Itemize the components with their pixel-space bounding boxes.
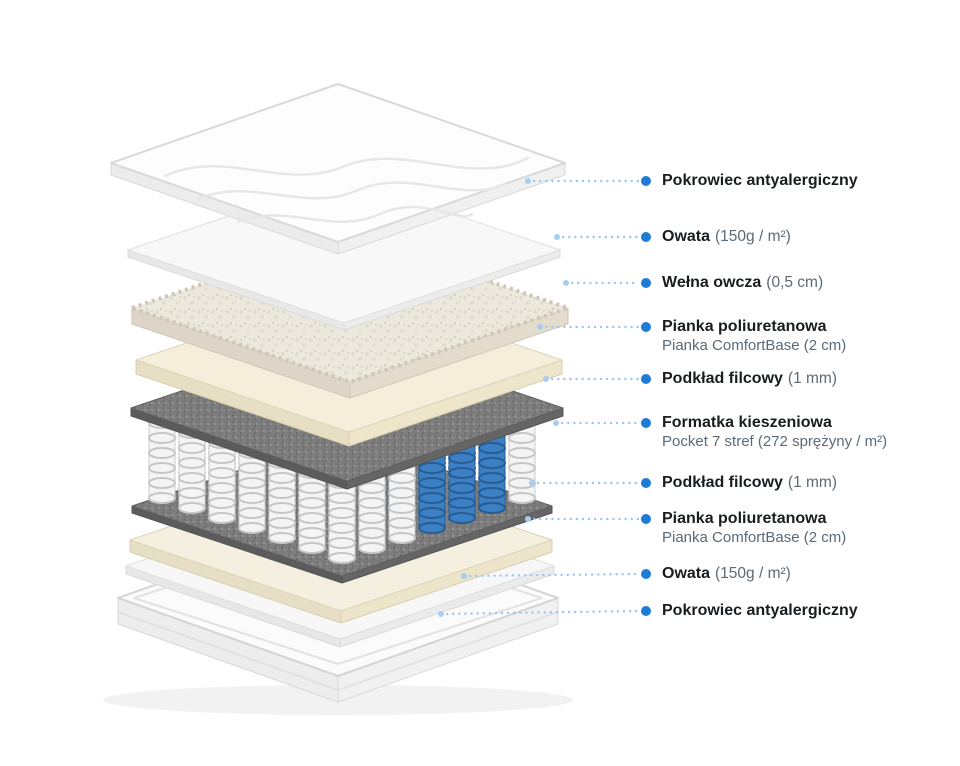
label-dot: [641, 514, 651, 524]
label-title: Owata: [662, 228, 711, 245]
label-dot: [641, 176, 651, 186]
label-note: (1 mm): [787, 370, 837, 387]
label-title: Pokrowiec antyalergiczny: [662, 602, 858, 619]
label-title: Podkład filcowy: [662, 370, 783, 387]
label-sub: Pianka ComfortBase (2 cm): [662, 337, 847, 354]
label-foam-bottom: Pianka poliuretanowa Pianka ComfortBase …: [662, 510, 846, 546]
label-note: (150g / m²): [715, 228, 791, 245]
label-dots: [641, 176, 651, 616]
layer-quilted-cover: [110, 83, 566, 255]
label-title: Formatka kieszeniowa: [662, 414, 832, 431]
leader-lines: [439, 179, 640, 616]
label-title: Pianka poliuretanowa: [662, 318, 827, 335]
label-pocket-springs: Formatka kieszeniowa Pocket 7 stref (272…: [662, 414, 887, 450]
label-dot: [641, 232, 651, 242]
label-dot: [641, 322, 651, 332]
label-dot: [641, 569, 651, 579]
label-note: (0,5 cm): [766, 274, 824, 291]
label-felt-bottom: Podkład filcowy(1 mm): [662, 474, 837, 493]
label-cover-top: Pokrowiec antyalergiczny: [662, 172, 863, 191]
label-wadding-bottom: Owata(150g / m²): [662, 565, 791, 584]
label-sub: Pocket 7 stref (272 sprężyny / m²): [662, 433, 888, 450]
label-wadding-top: Owata(150g / m²): [662, 228, 791, 247]
label-title: Pokrowiec antyalergiczny: [662, 172, 858, 189]
label-foam-top: Pianka poliuretanowa Pianka ComfortBase …: [662, 318, 846, 354]
label-felt-top: Podkład filcowy(1 mm): [662, 370, 837, 389]
label-note: (150g / m²): [715, 565, 791, 582]
quilting-lines: [163, 156, 530, 224]
label-title: Pianka poliuretanowa: [662, 510, 827, 527]
label-cover-bottom: Pokrowiec antyalergiczny: [662, 602, 863, 621]
label-dot: [641, 478, 651, 488]
label-sub: Pianka ComfortBase (2 cm): [662, 529, 847, 546]
label-title: Owata: [662, 565, 711, 582]
label-dot: [641, 606, 651, 616]
label-dot: [641, 374, 651, 384]
label-dot: [641, 278, 651, 288]
label-title: Podkład filcowy: [662, 474, 783, 491]
label-dot: [641, 418, 651, 428]
leader-start-markers: [438, 178, 569, 617]
label-wool: Wełna owcza(0,5 cm): [662, 274, 823, 293]
label-title: Wełna owcza: [662, 274, 762, 291]
label-note: (1 mm): [787, 474, 837, 491]
